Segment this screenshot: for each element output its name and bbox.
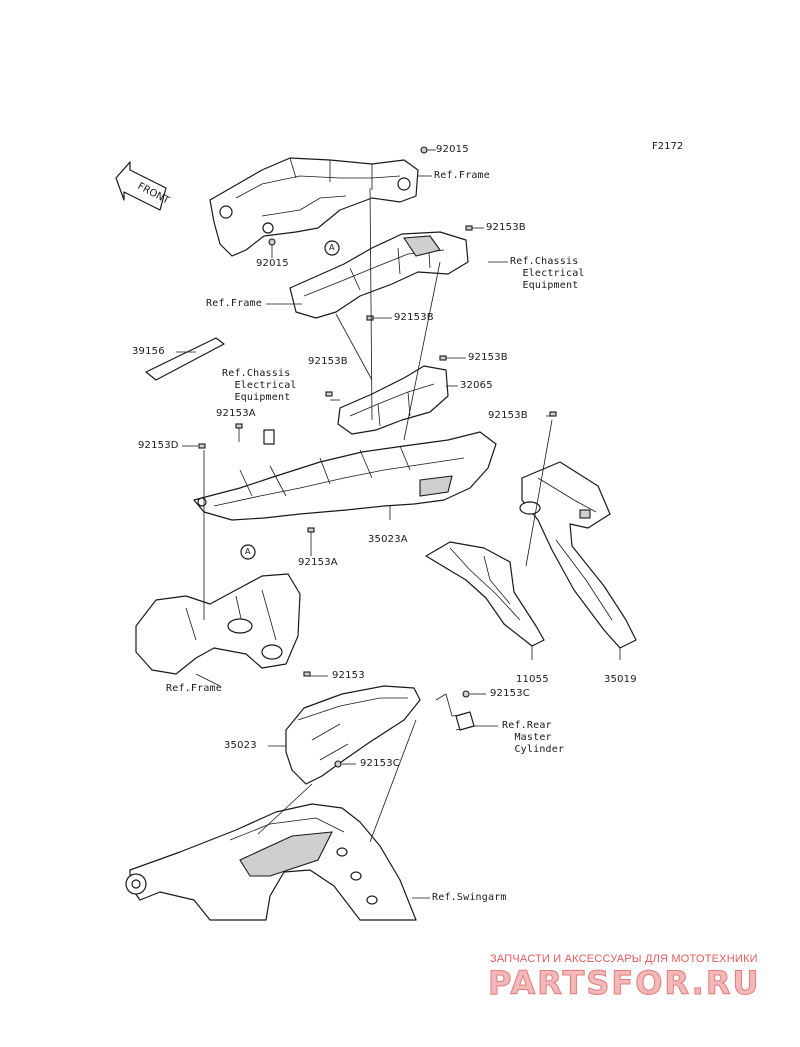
callout-circle-a-bottom xyxy=(240,544,256,560)
part-label-35023A[interactable]: 35023A xyxy=(368,534,408,545)
part-label-92153A[interactable]: 92153A xyxy=(216,408,256,419)
ref-rear-master-cylinder-label: Ref.Rear Master Cylinder xyxy=(502,720,565,755)
part-label-92153B[interactable]: 92153B xyxy=(468,352,508,363)
callout-circle-a-top xyxy=(324,240,340,256)
part-label-32065[interactable]: 32065 xyxy=(460,380,493,391)
upper-frame-bracket xyxy=(209,157,419,257)
callout-a-bottom: A xyxy=(245,547,251,556)
ref-frame-label: Ref.Frame xyxy=(434,170,490,181)
part-label-35019[interactable]: 35019 xyxy=(604,674,637,685)
watermark-subtitle: ЗАПЧАСТИ И АКСЕССУАРЫ ДЛЯ МОТОТЕХНИКИ xyxy=(490,953,758,965)
part-label-92153B[interactable]: 92153B xyxy=(308,356,348,367)
lower-frame-section xyxy=(135,573,301,675)
part-label-92153[interactable]: 92153 xyxy=(332,670,365,681)
diagram-code: F2172 xyxy=(652,141,684,152)
master-cylinder-bracket xyxy=(435,693,475,731)
part-32065-bracket xyxy=(337,365,449,435)
ref-frame-label: Ref.Frame xyxy=(206,298,262,309)
callout-a-top: A xyxy=(329,243,335,252)
ref-chassis-electrical-label: Ref.Chassis Electrical Equipment xyxy=(222,368,297,403)
bolt-icons xyxy=(198,146,557,768)
part-35023A-inner-fender xyxy=(193,431,497,521)
part-label-92153B[interactable]: 92153B xyxy=(488,410,528,421)
part-39156-strip xyxy=(145,337,225,381)
part-label-92153C[interactable]: 92153C xyxy=(360,758,400,769)
ref-frame-label: Ref.Frame xyxy=(166,683,222,694)
front-arrow-icon xyxy=(115,161,167,211)
part-label-92153B[interactable]: 92153B xyxy=(394,312,434,323)
part-label-35023[interactable]: 35023 xyxy=(224,740,257,751)
part-label-92015[interactable]: 92015 xyxy=(256,258,289,269)
part-11055-bracket xyxy=(425,541,545,647)
part-label-11055[interactable]: 11055 xyxy=(516,674,549,685)
part-label-92015[interactable]: 92015 xyxy=(436,144,469,155)
part-35023-rear-fender xyxy=(285,685,421,785)
part-label-92153A[interactable]: 92153A xyxy=(298,557,338,568)
part-label-39156[interactable]: 39156 xyxy=(132,346,165,357)
part-label-92153D[interactable]: 92153D xyxy=(138,440,179,451)
swingarm xyxy=(125,803,417,921)
part-label-92153C[interactable]: 92153C xyxy=(490,688,530,699)
upper-seat-tray xyxy=(289,231,469,319)
watermark-logo: PARTSFOR.RU xyxy=(487,964,761,1003)
ref-swingarm-label: Ref.Swingarm xyxy=(432,892,507,903)
part-35019-license-bracket xyxy=(519,461,637,649)
part-label-92153B[interactable]: 92153B xyxy=(486,222,526,233)
ref-chassis-electrical-label: Ref.Chassis Electrical Equipment xyxy=(510,256,585,291)
leader-lines xyxy=(176,149,621,899)
